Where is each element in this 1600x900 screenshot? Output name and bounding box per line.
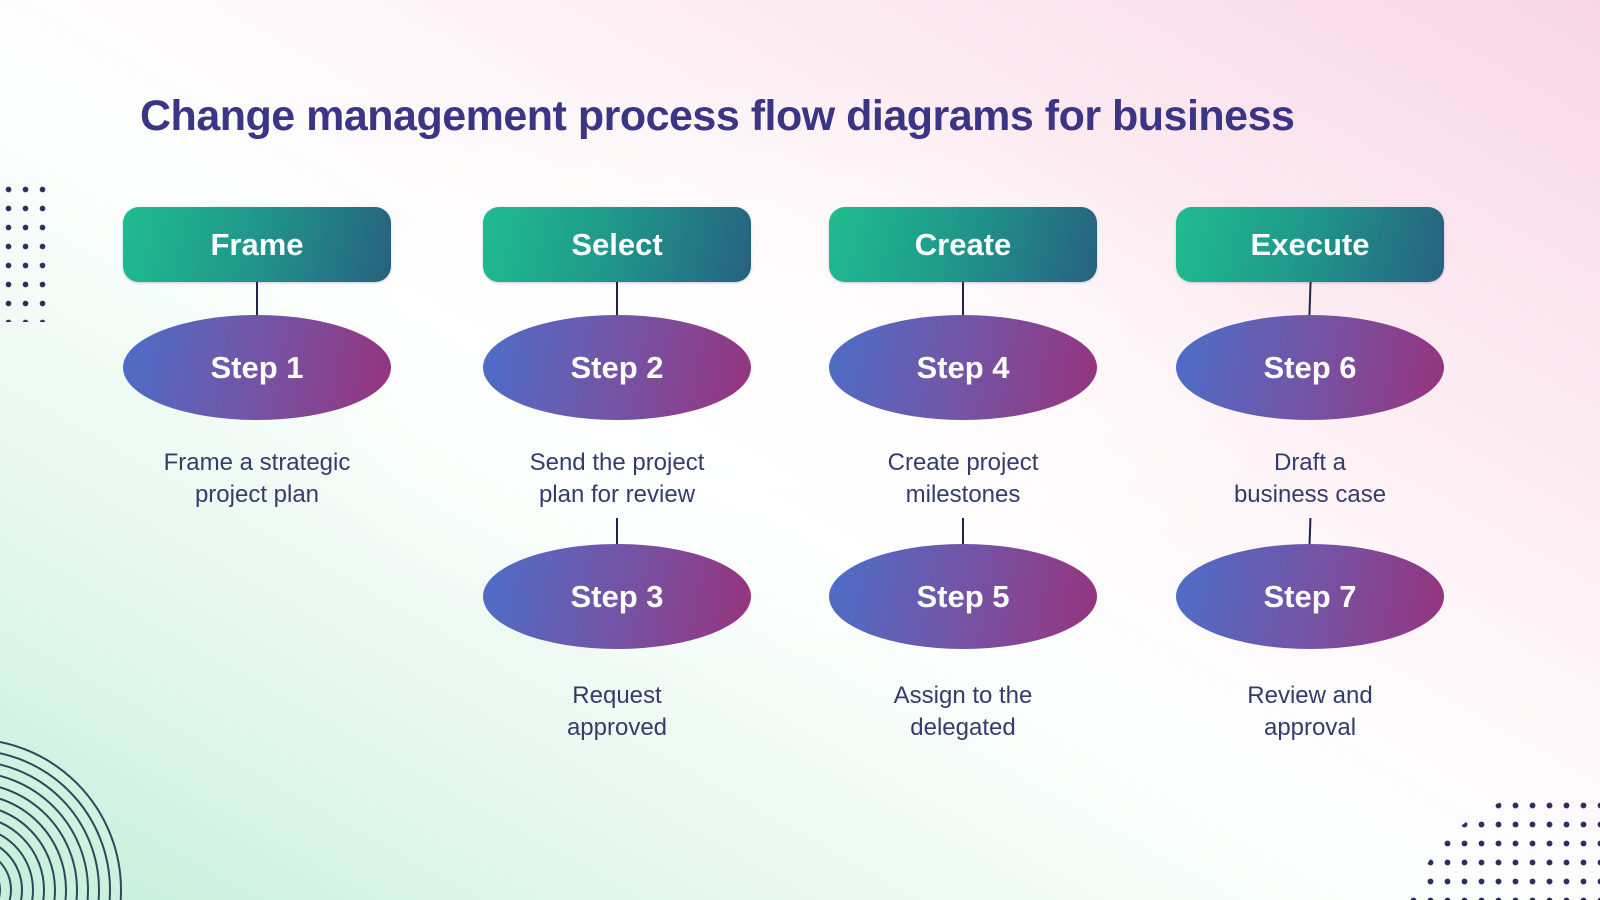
step-node-4: Step 4 <box>829 315 1097 420</box>
step-description-3: Request approved <box>566 682 668 741</box>
step-node-5: Step 5 <box>829 544 1097 649</box>
connector-line <box>616 282 618 315</box>
connector-line <box>616 518 618 544</box>
step-description-4: Create project milestones <box>887 449 1039 508</box>
step-description-5: Assign to the delegated <box>893 682 1033 741</box>
step-description-6: Draft a business case <box>1233 449 1387 508</box>
step-node-6: Step 6 <box>1176 315 1444 420</box>
step-description-2: Send the project plan for review <box>529 449 705 508</box>
dot-blob-decoration <box>1402 790 1600 900</box>
concentric-rings-decoration <box>0 741 122 900</box>
stage-header-create: Create <box>829 207 1097 282</box>
step-description-1: Frame a strategic project plan <box>163 449 351 508</box>
column-frame: Frame Step 1 Frame a strategic project p… <box>123 207 391 511</box>
stage-header-frame: Frame <box>123 207 391 282</box>
stage-header-execute: Execute <box>1176 207 1444 282</box>
stage-header-select: Select <box>483 207 751 282</box>
column-execute: Execute Step 6 Draft a business case Ste… <box>1176 207 1444 744</box>
connector-line <box>962 518 964 544</box>
step-node-2: Step 2 <box>483 315 751 420</box>
connector-line <box>256 282 258 315</box>
dot-grid-decoration <box>0 180 48 322</box>
step-node-1: Step 1 <box>123 315 391 420</box>
column-select: Select Step 2 Send the project plan for … <box>483 207 751 744</box>
page-title: Change management process flow diagrams … <box>140 92 1295 140</box>
connector-line <box>962 282 964 315</box>
connector-line <box>1308 281 1312 316</box>
connector-line <box>1308 517 1312 545</box>
step-description-7: Review and approval <box>1247 682 1373 741</box>
step-node-7: Step 7 <box>1176 544 1444 649</box>
step-node-3: Step 3 <box>483 544 751 649</box>
column-create: Create Step 4 Create project milestones … <box>829 207 1097 744</box>
